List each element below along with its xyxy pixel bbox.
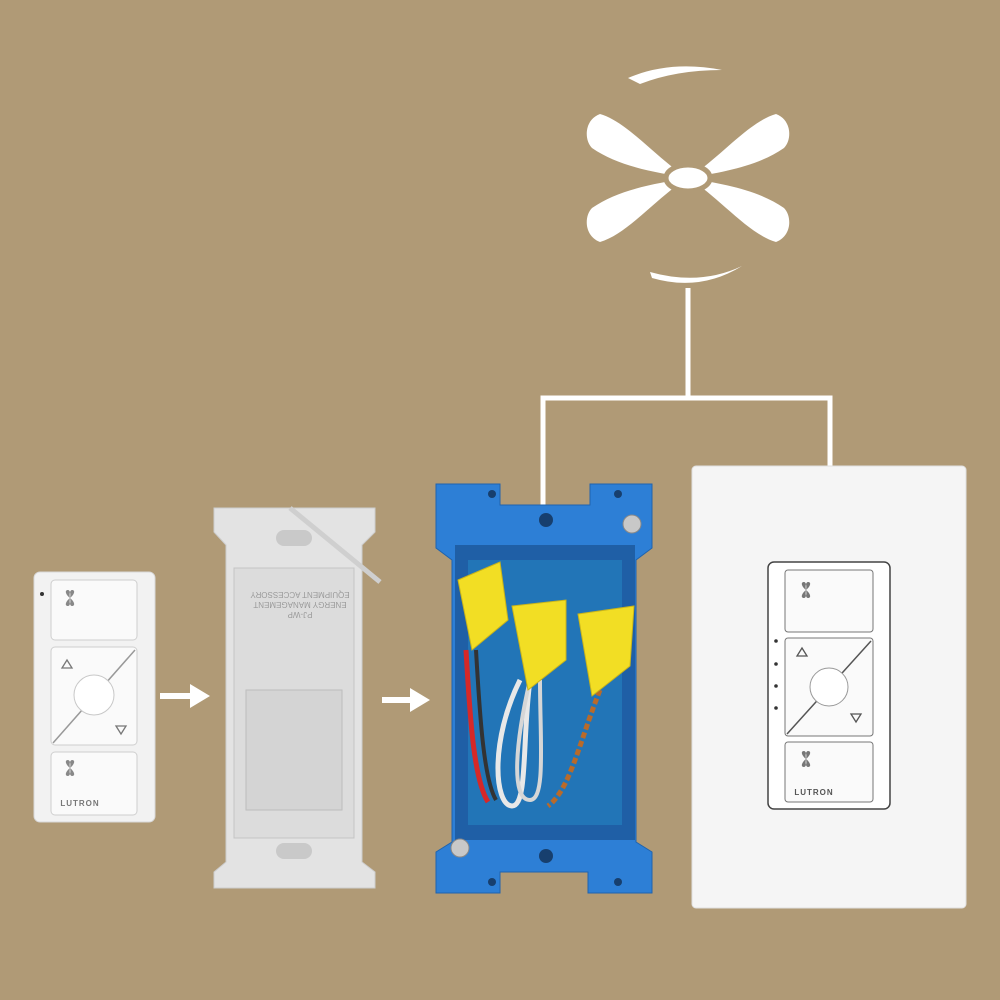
remote-brand-label: LUTRON <box>60 799 99 808</box>
pico-remote: LUTRON <box>33 571 156 823</box>
fan-blade-bottom-right <box>688 178 790 242</box>
fan-off-icon <box>65 760 75 776</box>
triangle-down-icon <box>849 713 863 724</box>
neutral-wire <box>495 678 533 809</box>
neutral-wire-2 <box>515 679 544 803</box>
led-indicators <box>774 639 778 710</box>
mount-label-line-3: EQUIPMENT ACCESSORY <box>250 590 350 599</box>
fan-blade-top-right <box>688 114 790 178</box>
triangle-up-icon <box>795 646 809 657</box>
remote-fan-on-button[interactable] <box>50 579 138 641</box>
fan-hub <box>663 162 713 194</box>
wiring-lines <box>540 288 833 505</box>
wallbox-adapter: PJ-WP ENERGY MANAGEMENT EQUIPMENT ACCESS… <box>213 506 382 889</box>
wire-nut <box>457 561 509 651</box>
arrow-right-icon <box>160 684 210 708</box>
junction-box <box>435 483 653 894</box>
fan-icon <box>801 582 811 598</box>
hot-wire <box>463 649 491 804</box>
ground-screw <box>622 514 642 534</box>
switch-center-button[interactable] <box>809 667 849 707</box>
ceiling-fan-icon <box>586 66 790 283</box>
fan-off-icon <box>801 751 811 767</box>
wire-nut <box>511 599 567 691</box>
fan-motion-arc-top <box>628 66 722 84</box>
triangle-down-icon <box>114 725 128 736</box>
remote-center-button[interactable] <box>73 674 115 716</box>
fan-blade-bottom-left <box>586 178 688 242</box>
remote-fan-off-button[interactable] <box>50 751 138 816</box>
ground-screw <box>450 838 470 858</box>
fan-blade-top-left <box>586 114 688 178</box>
fan-motion-arc-bottom <box>650 266 742 283</box>
mount-label-line-1: PJ-WP <box>288 610 313 619</box>
arrow-right-icon <box>382 688 430 712</box>
mount-label-line-2: ENERGY MANAGEMENT <box>253 600 346 609</box>
fan-icon <box>65 590 75 606</box>
wire-nut <box>577 605 635 697</box>
hot-wire-black <box>474 649 498 802</box>
triangle-up-icon <box>60 658 74 669</box>
wall-switch: LUTRON <box>691 465 967 909</box>
switch-fan-on-button[interactable] <box>784 569 874 633</box>
ground-wire <box>546 689 603 809</box>
switch-brand-label: LUTRON <box>794 788 833 797</box>
